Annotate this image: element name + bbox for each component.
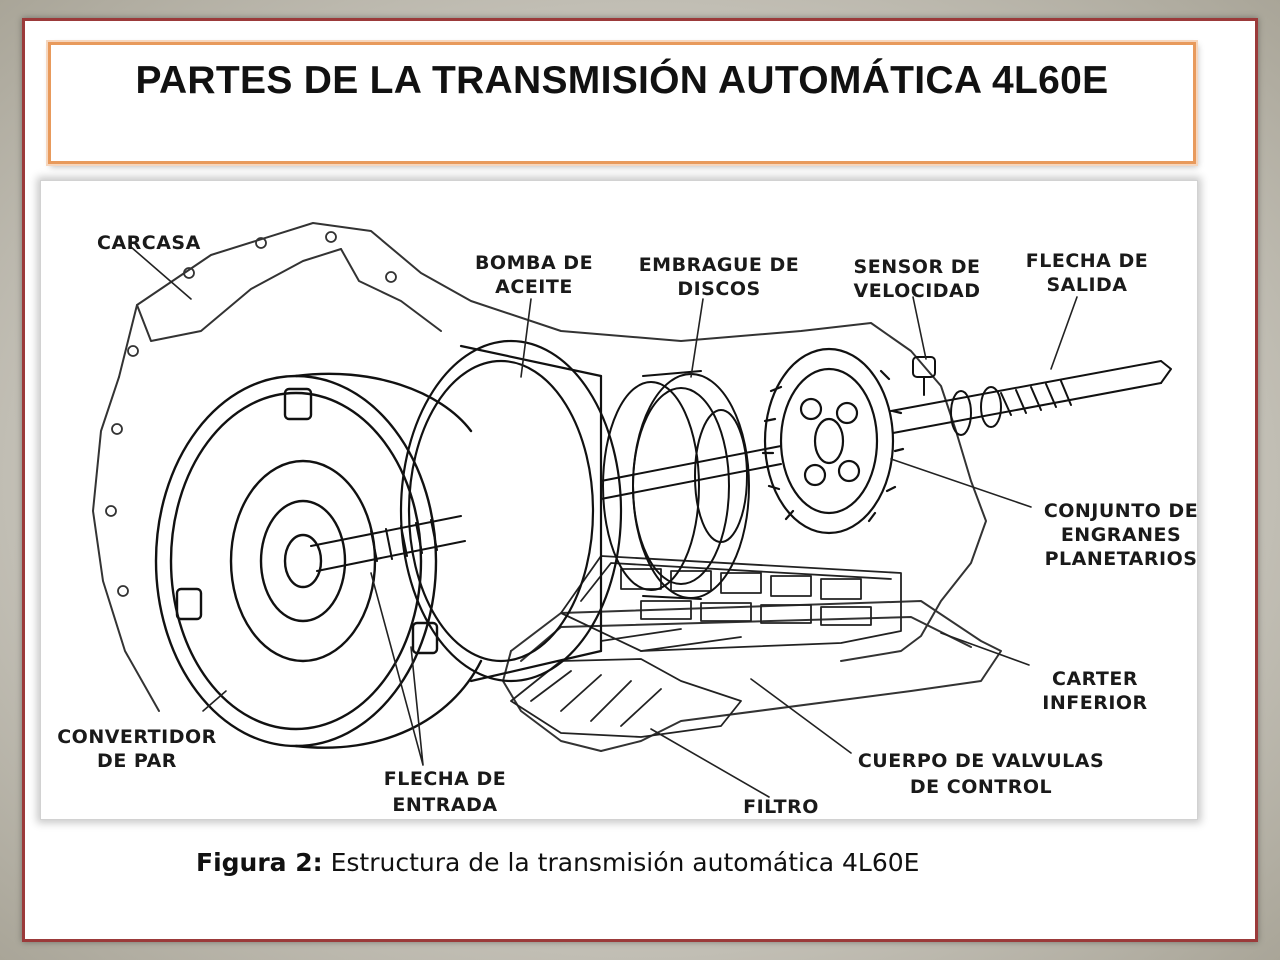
label-convertidor-line1: CONVERTIDOR	[57, 726, 217, 748]
diagram-drawing: CARCASA BOMBA DE ACEITE EMBRAGUE DE DISC…	[57, 222, 1198, 818]
disc-clutch	[602, 370, 750, 600]
caption-prefix: Figura 2:	[196, 848, 323, 877]
label-conjunto-line3: PLANETARIOS	[1045, 548, 1198, 570]
label-carter-line2: INFERIOR	[1042, 692, 1147, 714]
label-carcasa: CARCASA	[97, 232, 201, 254]
label-bomba-line2: ACEITE	[495, 276, 573, 298]
label-convertidor-line2: DE PAR	[97, 750, 177, 772]
label-bomba-line1: BOMBA DE	[475, 252, 593, 274]
input-shaft-drawing	[310, 515, 466, 572]
housing-outline	[92, 222, 987, 712]
label-flecha-entrada-line1: FLECHA DE	[384, 768, 506, 790]
label-flecha-entrada-line2: ENTRADA	[392, 794, 497, 816]
label-conjunto-line2: ENGRANES	[1061, 524, 1181, 546]
title-box: PARTES DE LA TRANSMISIÓN AUTOMÁTICA 4L60…	[48, 42, 1196, 164]
leader-lines	[130, 246, 1078, 798]
shafts	[600, 360, 1172, 500]
label-carter-line1: CARTER	[1052, 668, 1138, 690]
housing-bolts	[105, 231, 397, 597]
planetary-gear	[761, 347, 905, 535]
label-flecha-salida-line1: FLECHA DE	[1026, 250, 1148, 272]
label-filtro: FILTRO	[743, 796, 819, 818]
transmission-diagram: CARCASA BOMBA DE ACEITE EMBRAGUE DE DISC…	[40, 180, 1198, 820]
filter	[510, 658, 742, 738]
slide-title: PARTES DE LA TRANSMISIÓN AUTOMÁTICA 4L60…	[135, 59, 1109, 102]
label-cuerpo-line2: DE CONTROL	[910, 776, 1052, 798]
case-body	[399, 339, 623, 683]
torque-converter	[154, 372, 483, 749]
label-embrague-line1: EMBRAGUE DE	[639, 254, 800, 276]
caption-text: Estructura de la transmisión automática …	[322, 848, 920, 877]
label-embrague-line2: DISCOS	[677, 278, 760, 300]
label-conjunto-line1: CONJUNTO DE	[1044, 500, 1198, 522]
label-sensor-line1: SENSOR DE	[854, 256, 981, 278]
speed-sensor	[912, 356, 936, 396]
label-sensor-line2: VELOCIDAD	[853, 280, 980, 302]
diagram-labels: CARCASA BOMBA DE ACEITE EMBRAGUE DE DISC…	[57, 232, 1198, 818]
label-flecha-salida-line2: SALIDA	[1046, 274, 1127, 296]
oil-pan	[502, 600, 1002, 752]
figure-caption: Figura 2: Estructura de la transmisión a…	[196, 848, 919, 877]
label-cuerpo-line1: CUERPO DE VALVULAS	[858, 750, 1104, 772]
